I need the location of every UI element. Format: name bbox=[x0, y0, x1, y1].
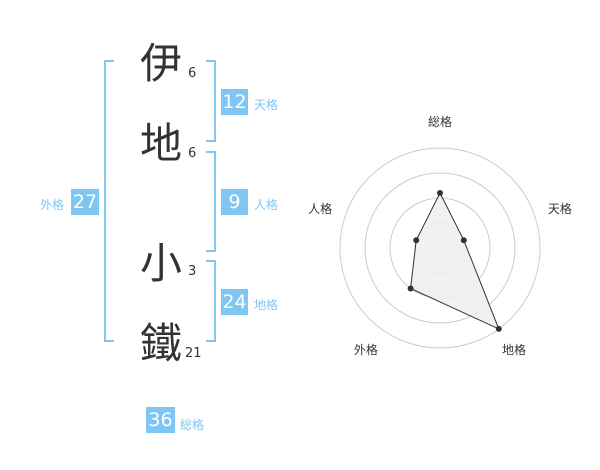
chikaku-label: 地格 bbox=[254, 298, 279, 312]
radar-point bbox=[495, 325, 502, 332]
gaikaku-bracket bbox=[104, 60, 114, 342]
radar-axis-label: 外格 bbox=[354, 342, 378, 357]
radar-axis-label: 天格 bbox=[548, 201, 572, 216]
stroke-count-1: 6 bbox=[188, 66, 197, 81]
soukaku-label: 総格 bbox=[180, 418, 205, 432]
radar-axis-label: 総格 bbox=[428, 114, 452, 129]
radar-axis-label: 地格 bbox=[502, 342, 526, 357]
name-char-2: 地 bbox=[140, 119, 183, 168]
stroke-count-3: 3 bbox=[188, 264, 197, 279]
name-char-4: 鐵 bbox=[140, 319, 183, 368]
radar-point bbox=[460, 237, 467, 244]
chikaku-value: 24 bbox=[221, 289, 248, 315]
gaikaku-label: 外格 bbox=[40, 198, 65, 212]
jinkaku-label: 人格 bbox=[254, 198, 279, 212]
tenkaku-label: 天格 bbox=[254, 98, 279, 112]
radar-point bbox=[407, 285, 414, 292]
radar-point bbox=[437, 190, 443, 196]
jinkaku-bracket bbox=[206, 151, 216, 252]
radar-grid-ring bbox=[364, 172, 516, 324]
name-char-1: 伊 bbox=[140, 39, 183, 88]
radar-axis-label: 人格 bbox=[308, 201, 332, 216]
radar-value-polygon bbox=[410, 191, 500, 330]
stroke-count-4: 21 bbox=[185, 346, 202, 361]
jinkaku-value: 9 bbox=[221, 189, 248, 215]
radar-grid-ring bbox=[339, 147, 541, 349]
chikaku-bracket bbox=[206, 260, 216, 342]
gaikaku-value: 27 bbox=[71, 189, 99, 215]
soukaku-value: 36 bbox=[146, 407, 175, 433]
radar-point bbox=[413, 237, 420, 244]
name-char-3: 小 bbox=[140, 239, 183, 288]
stroke-count-2: 6 bbox=[188, 146, 197, 161]
tenkaku-value: 12 bbox=[221, 89, 248, 115]
tenkaku-bracket bbox=[206, 60, 216, 142]
